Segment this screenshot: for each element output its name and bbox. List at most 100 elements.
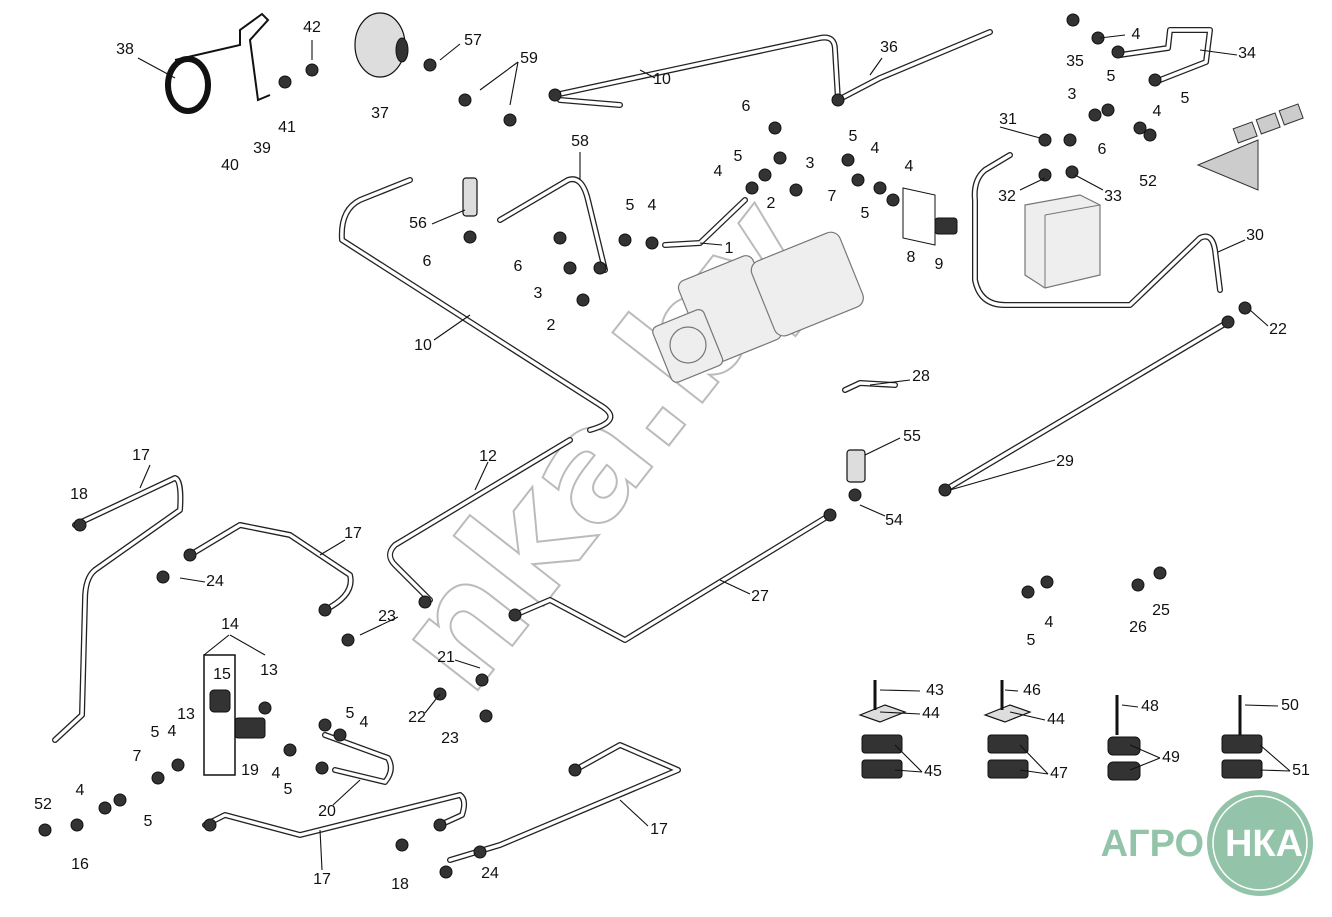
fitting xyxy=(151,771,165,785)
pipe-6 xyxy=(513,513,832,642)
pipe-9 xyxy=(187,522,354,613)
leader-line xyxy=(864,437,901,456)
fitting xyxy=(768,121,782,135)
leader-line xyxy=(999,126,1041,139)
callout-42: 42 xyxy=(303,19,321,36)
leader-line xyxy=(859,504,886,517)
leader-line xyxy=(949,459,1056,491)
lamp xyxy=(354,12,409,78)
callout-23: 23 xyxy=(378,608,396,625)
fitting xyxy=(645,236,659,250)
fitting xyxy=(1088,108,1102,122)
callout-27: 27 xyxy=(751,588,769,605)
fitting xyxy=(113,793,127,807)
pipe-12 xyxy=(498,177,607,272)
callout-34: 34 xyxy=(1238,45,1256,62)
callout-23: 23 xyxy=(441,730,459,747)
leader-line xyxy=(879,689,921,692)
callout-4: 4 xyxy=(714,163,723,180)
fitting xyxy=(789,183,803,197)
fitting xyxy=(418,595,432,609)
fitting xyxy=(576,293,590,307)
callout-36: 36 xyxy=(880,39,898,56)
callout-9: 9 xyxy=(935,256,944,273)
callout-17: 17 xyxy=(132,447,150,464)
pipe-9 xyxy=(188,523,353,612)
callout-32: 32 xyxy=(998,188,1016,205)
fitting xyxy=(341,633,355,647)
valve-block xyxy=(1024,194,1101,289)
leader-line xyxy=(479,61,519,91)
fitting xyxy=(318,603,332,617)
leader-line xyxy=(474,461,489,491)
callout-24: 24 xyxy=(481,865,499,882)
fitting xyxy=(458,93,472,107)
callout-6: 6 xyxy=(514,258,523,275)
fittings xyxy=(38,13,1252,879)
fitting xyxy=(553,231,567,245)
pipe-16 xyxy=(558,98,622,107)
fitting xyxy=(1040,575,1054,589)
callout-4: 4 xyxy=(1045,614,1054,631)
fitting xyxy=(563,261,577,275)
leader-line xyxy=(1004,689,1019,692)
callout-33: 33 xyxy=(1104,188,1122,205)
leader-line xyxy=(869,379,911,386)
mount-clamps xyxy=(858,680,1263,781)
pipe-15 xyxy=(843,381,897,392)
callout-52: 52 xyxy=(34,796,52,813)
fitting xyxy=(758,168,772,182)
fitting xyxy=(773,151,787,165)
callout-6: 6 xyxy=(1098,141,1107,158)
fitting xyxy=(1238,301,1252,315)
leader-line xyxy=(431,209,466,225)
pipe-7 xyxy=(388,438,572,602)
direction-arrow-icon xyxy=(1196,103,1304,191)
filter-56 xyxy=(462,177,478,217)
callout-24: 24 xyxy=(206,573,224,590)
fitting xyxy=(618,233,632,247)
fitting xyxy=(568,763,582,777)
pipe-0 xyxy=(552,34,841,103)
pipe-5 xyxy=(943,320,1230,492)
callout-19: 19 xyxy=(241,762,259,779)
callout-6: 6 xyxy=(742,98,751,115)
leader-line xyxy=(454,659,481,669)
fitting xyxy=(473,845,487,859)
fitting xyxy=(1131,578,1145,592)
callout-14: 14 xyxy=(221,616,239,633)
leader-line xyxy=(1121,704,1139,708)
fitting xyxy=(1148,73,1162,87)
callout-40: 40 xyxy=(221,157,239,174)
callout-3: 3 xyxy=(1068,86,1077,103)
fitting xyxy=(283,743,297,757)
fitting xyxy=(203,818,217,832)
fitting xyxy=(503,113,517,127)
fitting xyxy=(395,838,409,852)
leader-line xyxy=(1019,744,1049,775)
callout-3: 3 xyxy=(806,155,815,172)
callout-17: 17 xyxy=(344,525,362,542)
fitting xyxy=(841,153,855,167)
pipe-4 xyxy=(973,153,1222,307)
callout-4: 4 xyxy=(168,723,177,740)
leader-line xyxy=(1129,744,1161,759)
pipe-14 xyxy=(323,733,393,784)
clamp xyxy=(165,12,271,114)
callout-7: 7 xyxy=(828,188,837,205)
callout-15: 15 xyxy=(213,666,231,683)
leader-line xyxy=(332,779,361,806)
callout-22: 22 xyxy=(408,709,426,726)
fitting xyxy=(831,93,845,107)
callout-13: 13 xyxy=(260,662,278,679)
leader-line xyxy=(1259,769,1291,772)
leader-line xyxy=(433,314,471,341)
callout-59: 59 xyxy=(520,50,538,67)
leader-line xyxy=(139,464,151,489)
leader-line xyxy=(719,579,751,595)
callout-5: 5 xyxy=(1181,90,1190,107)
leader-line xyxy=(509,61,519,106)
callout-41: 41 xyxy=(278,119,296,136)
callout-4: 4 xyxy=(905,158,914,175)
